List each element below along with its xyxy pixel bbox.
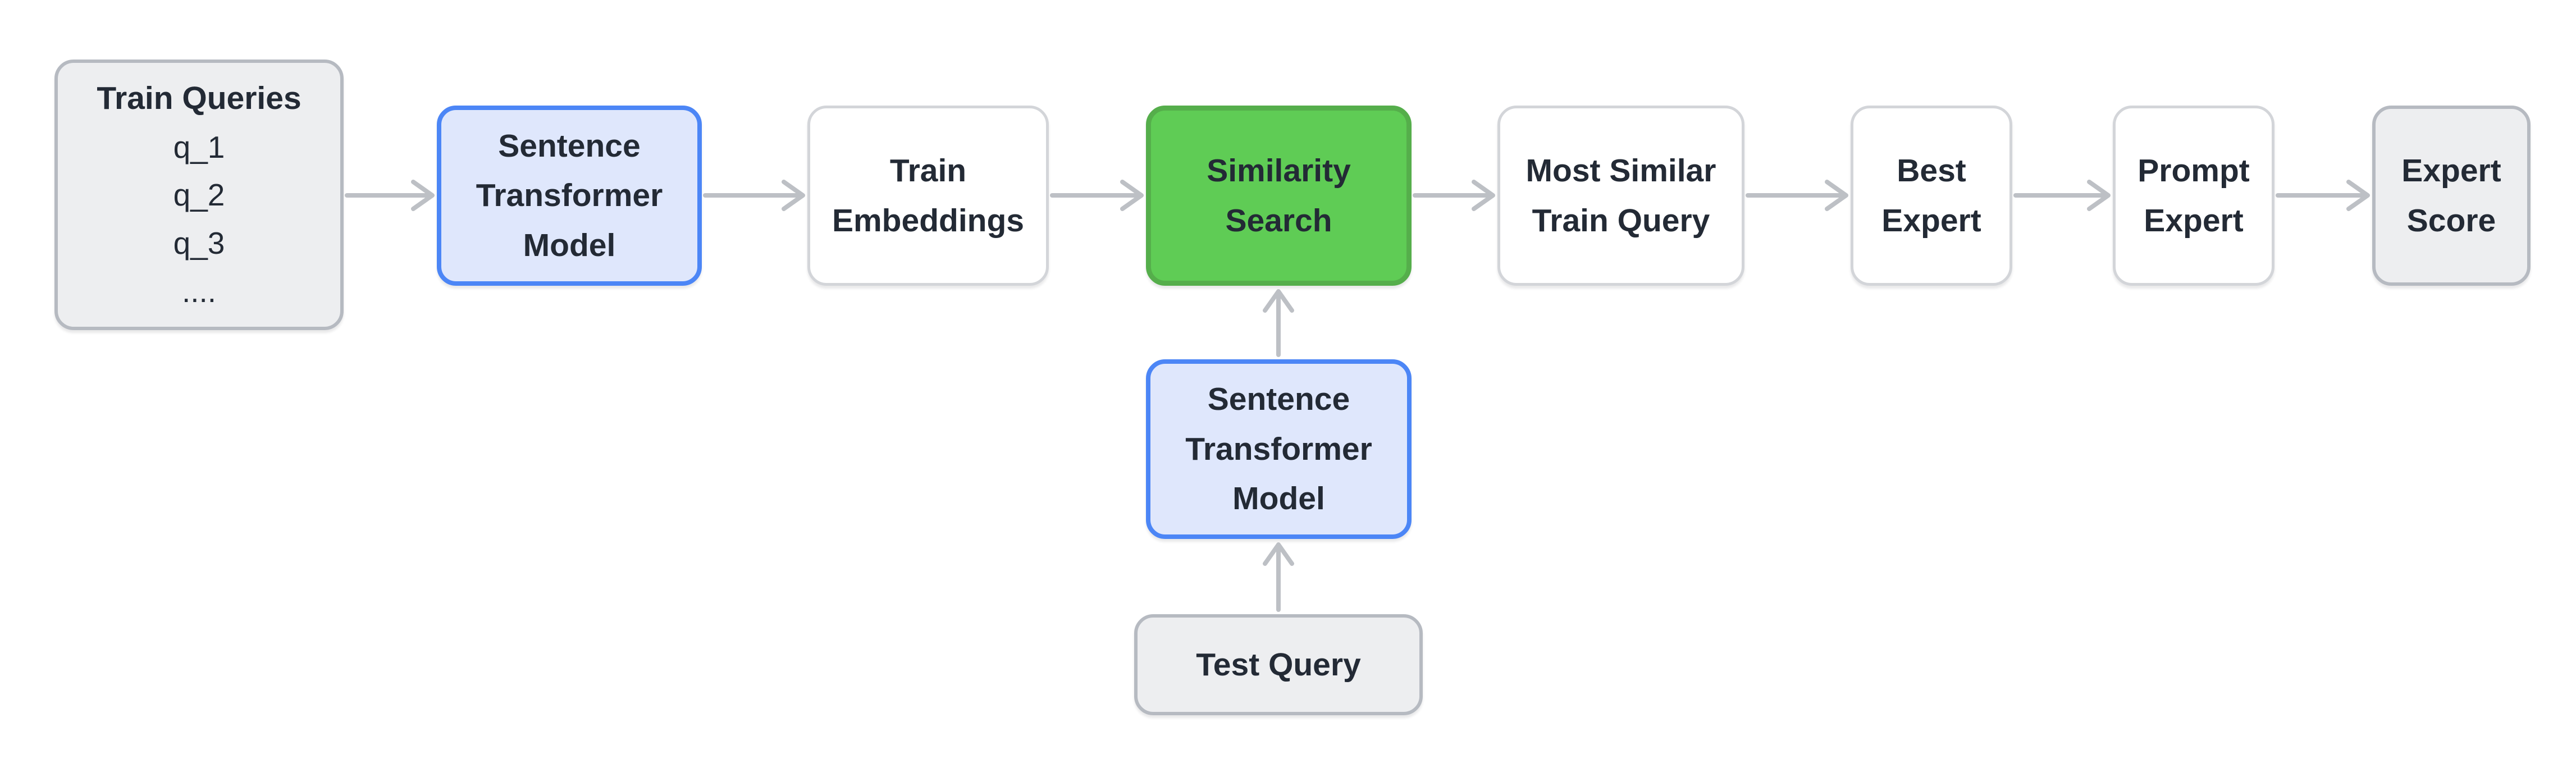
arrow-similarity-search-to-most-similar-icon: [1413, 180, 1495, 211]
arrow-stm-to-train-embeddings-icon: [703, 180, 805, 211]
arrow-test-query-to-stm-bottom-icon: [1263, 542, 1294, 612]
train-query-item: q_1: [173, 129, 225, 164]
train-query-item: q_3: [173, 226, 225, 261]
train-query-item: q_2: [173, 177, 225, 213]
node-title: Train Queries: [97, 80, 302, 117]
node-label: Sentence Transformer Model: [476, 127, 663, 263]
node-similarity-search: Similarity Search: [1146, 106, 1412, 286]
node-label: Sentence Transformer Model: [1185, 381, 1372, 517]
node-label: Train Embeddings: [832, 153, 1025, 239]
node-label: Best Expert: [1881, 153, 1981, 239]
node-label: Similarity Search: [1207, 153, 1351, 239]
arrow-best-expert-to-prompt-expert-icon: [2013, 180, 2111, 211]
arrow-stm-bottom-to-similarity-search-icon: [1263, 289, 1294, 357]
arrow-prompt-expert-to-expert-score-icon: [2276, 180, 2370, 211]
arrow-train-embeddings-to-similarity-search-icon: [1050, 180, 1144, 211]
node-label: Test Query: [1196, 646, 1361, 683]
node-test-query: Test Query: [1134, 614, 1423, 715]
node-best-expert: Best Expert: [1851, 106, 2012, 286]
node-train-queries: Train Queries q_1 q_2 q_3 ....: [54, 60, 344, 330]
node-sentence-transformer-model-top: Sentence Transformer Model: [437, 106, 702, 286]
train-query-item: ....: [181, 273, 217, 309]
node-label: Most Similar Train Query: [1525, 153, 1716, 239]
node-train-embeddings: Train Embeddings: [807, 106, 1049, 286]
arrow-most-similar-to-best-expert-icon: [1746, 180, 1848, 211]
node-label: Prompt Expert: [2137, 153, 2250, 239]
node-label: Expert Score: [2401, 153, 2501, 239]
node-prompt-expert: Prompt Expert: [2113, 106, 2274, 286]
node-most-similar-train-query: Most Similar Train Query: [1497, 106, 1744, 286]
node-expert-score: Expert Score: [2372, 106, 2531, 286]
arrow-train-queries-to-stm-icon: [345, 180, 435, 211]
node-sentence-transformer-model-bottom: Sentence Transformer Model: [1146, 359, 1412, 539]
